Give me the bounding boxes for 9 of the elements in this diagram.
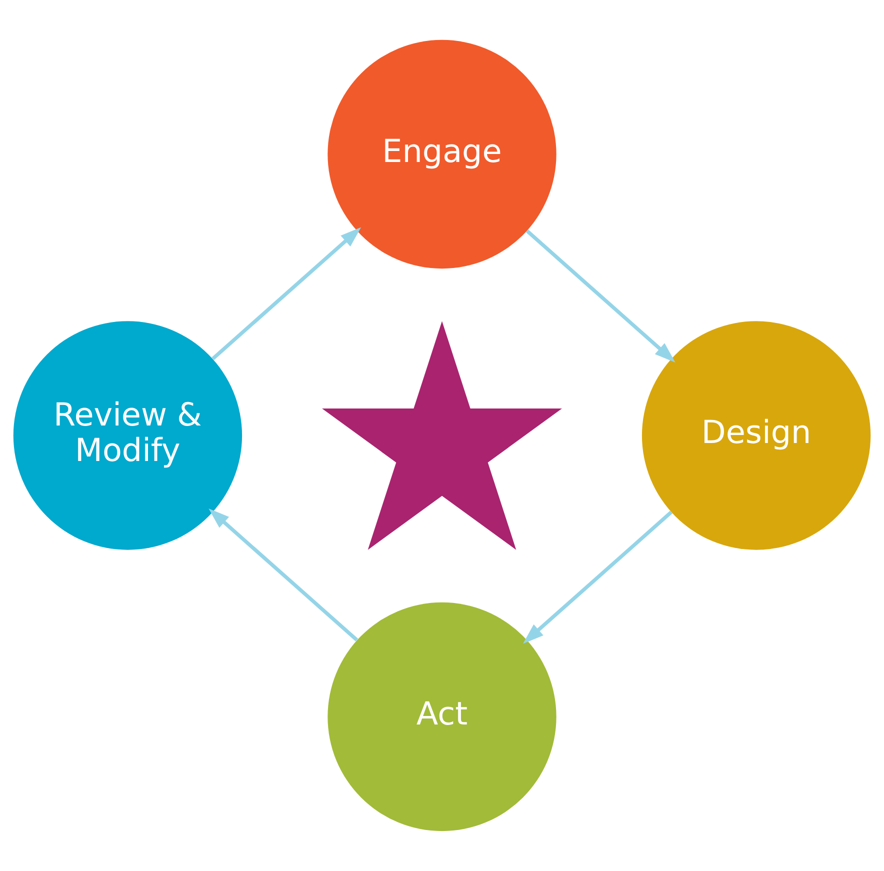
node-circle: Review & Modify [13, 321, 242, 550]
node-circle: Act [328, 602, 556, 832]
node-star [322, 321, 562, 550]
arrow [212, 227, 362, 360]
node-circle: Design [642, 321, 871, 550]
arrow [526, 230, 676, 362]
arrow [208, 508, 358, 642]
node-circle: Engage [328, 40, 556, 269]
arrow [522, 510, 672, 644]
